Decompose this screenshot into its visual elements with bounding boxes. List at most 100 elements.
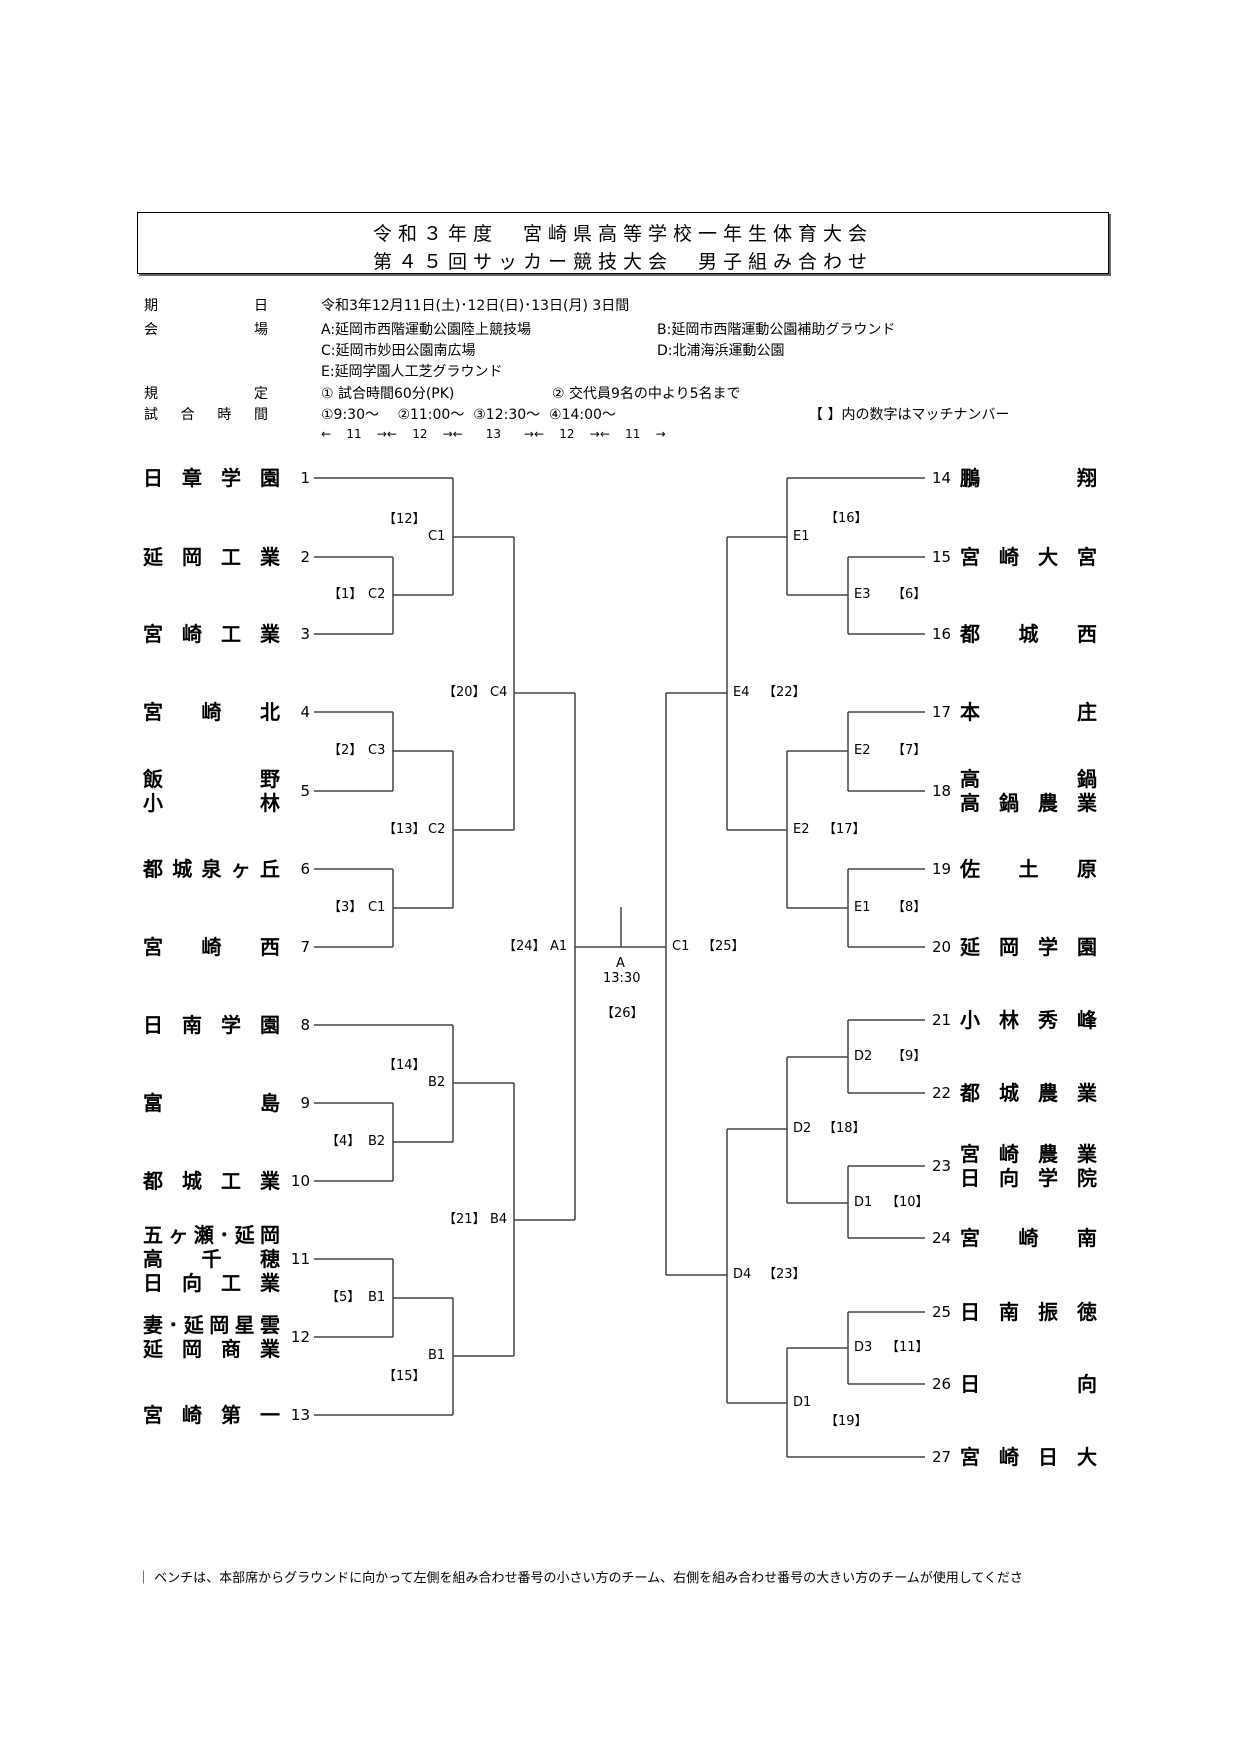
venue-e: E:延岡学園人工芝グラウンド — [321, 364, 503, 380]
rules-label: 規定 — [144, 386, 268, 402]
match-number: 【19】 — [825, 1414, 868, 1429]
team-name-right: 本庄 — [960, 700, 1097, 724]
match-number: 【21】 — [443, 1212, 486, 1227]
team-name-left: 妻･延岡星雲延岡商業 — [143, 1313, 280, 1361]
match-number: 【5】 — [326, 1290, 361, 1305]
match-times: ①9:30～ ②11:00～ ③12:30～ ④14:00～ — [321, 407, 616, 423]
rule-2: ② 交代員9名の中より5名まで — [552, 386, 741, 402]
match-number: 【4】 — [326, 1134, 361, 1149]
team-number: 10 — [290, 1172, 310, 1190]
team-number: 5 — [300, 782, 310, 800]
match-number: 【2】 — [328, 743, 363, 758]
team-number: 22 — [932, 1084, 952, 1102]
match-number: 【14】 — [383, 1058, 426, 1073]
match-venue: C1 — [428, 529, 446, 544]
match-venue: E2 — [793, 822, 810, 837]
team-name-line: 富島 — [143, 1091, 280, 1115]
team-name-right: 都城農業 — [960, 1081, 1097, 1105]
period-label: 期日 — [144, 298, 268, 314]
team-name-right: 日向 — [960, 1372, 1097, 1396]
team-name-line: 宮崎日大 — [960, 1445, 1097, 1469]
match-venue: C1 — [368, 900, 386, 915]
team-name-right: 都城西 — [960, 622, 1097, 646]
team-name-right: 宮崎南 — [960, 1226, 1097, 1250]
team-name-line: 宮崎北 — [143, 700, 280, 724]
team-number: 26 — [932, 1375, 952, 1393]
match-venue: B1 — [368, 1290, 386, 1305]
team-name-left: 宮崎工業 — [143, 622, 280, 646]
match-number: 【20】 — [443, 685, 486, 700]
match-venue: E2 — [854, 743, 871, 758]
team-name-right: 小林秀峰 — [960, 1008, 1097, 1032]
team-number: 27 — [932, 1448, 952, 1466]
match-number: 【13】 — [383, 822, 426, 837]
match-venue: A1 — [550, 939, 568, 954]
match-number: 【6】 — [892, 587, 927, 602]
team-number: 12 — [290, 1328, 310, 1346]
period-value: 令和3年12月11日(土)･12日(日)･13日(月) 3日間 — [321, 298, 630, 314]
team-name-line: 宮崎南 — [960, 1226, 1097, 1250]
team-number: 20 — [932, 938, 952, 956]
match-number: 【16】 — [825, 511, 868, 526]
rule-1: ① 試合時間60分(PK) — [321, 386, 455, 402]
team-name-line: 飯野 — [143, 767, 280, 791]
team-name-line: 高鍋 — [960, 767, 1097, 791]
match-venue: C2 — [368, 587, 386, 602]
match-number: 【12】 — [383, 512, 426, 527]
team-name-line: 日向工業 — [143, 1271, 280, 1295]
match-venue: E1 — [793, 529, 810, 544]
match-number: 【8】 — [892, 900, 927, 915]
match-number: 【7】 — [892, 743, 927, 758]
team-name-line: 日南学園 — [143, 1013, 280, 1037]
team-name-right: 高鍋高鍋農業 — [960, 767, 1097, 815]
team-number: 25 — [932, 1303, 952, 1321]
team-name-line: 都城泉ヶ丘 — [143, 857, 280, 881]
team-name-left: 日南学園 — [143, 1013, 280, 1037]
footer-note: ｜ ベンチは、本部席からグラウンドに向かって左側を組み合わせ番号の小さい方のチー… — [137, 1571, 1023, 1586]
team-name-left: 都城泉ヶ丘 — [143, 857, 280, 881]
match-venue: D1 — [793, 1395, 812, 1410]
team-name-line: 高鍋農業 — [960, 791, 1097, 815]
team-number: 21 — [932, 1011, 952, 1029]
match-number: 【23】 — [763, 1267, 806, 1282]
team-name-left: 都城工業 — [143, 1169, 280, 1193]
team-name-line: 高千穂 — [143, 1247, 280, 1271]
team-number: 18 — [932, 782, 952, 800]
team-name-line: 小林秀峰 — [960, 1008, 1097, 1032]
venue-d: D:北浦海浜運動公園 — [657, 343, 785, 359]
team-name-right: 宮崎農業日向学院 — [960, 1142, 1097, 1190]
match-venue: B1 — [428, 1348, 446, 1363]
team-name-line: 都城西 — [960, 622, 1097, 646]
match-number: 【9】 — [892, 1049, 927, 1064]
title-line-2: 第４５回サッカー競技大会 男子組み合わせ — [372, 251, 873, 273]
team-name-left: 飯野小林 — [143, 767, 280, 815]
team-name-line: 日南振徳 — [960, 1300, 1097, 1324]
team-number: 4 — [300, 703, 310, 721]
match-venue: D3 — [854, 1340, 873, 1355]
match-venue: C3 — [368, 743, 386, 758]
match-venue: C1 — [672, 939, 690, 954]
final-venue: A — [616, 956, 625, 971]
match-number: 【10】 — [886, 1195, 929, 1210]
match-number: 【24】 — [503, 939, 546, 954]
team-name-right: 日南振徳 — [960, 1300, 1097, 1324]
team-number: 23 — [932, 1157, 952, 1175]
match-venue: B4 — [490, 1212, 508, 1227]
team-number: 11 — [290, 1250, 310, 1268]
team-number: 2 — [300, 548, 310, 566]
team-name-right: 延岡学園 — [960, 935, 1097, 959]
team-name-right: 佐土原 — [960, 857, 1097, 881]
team-name-line: 小林 — [143, 791, 280, 815]
team-name-line: 日向 — [960, 1372, 1097, 1396]
team-name-line: 五ヶ瀬･延岡 — [143, 1223, 280, 1247]
team-name-line: 延岡商業 — [143, 1337, 280, 1361]
match-venue: E4 — [733, 685, 750, 700]
team-name-left: 宮崎西 — [143, 935, 280, 959]
team-name-line: 宮崎農業 — [960, 1142, 1097, 1166]
venue-c: C:延岡市妙田公園南広場 — [321, 343, 476, 359]
team-name-right: 宮崎日大 — [960, 1445, 1097, 1469]
team-name-line: 延岡工業 — [143, 545, 280, 569]
match-number: 【18】 — [823, 1121, 866, 1136]
match-number: 【25】 — [702, 939, 745, 954]
